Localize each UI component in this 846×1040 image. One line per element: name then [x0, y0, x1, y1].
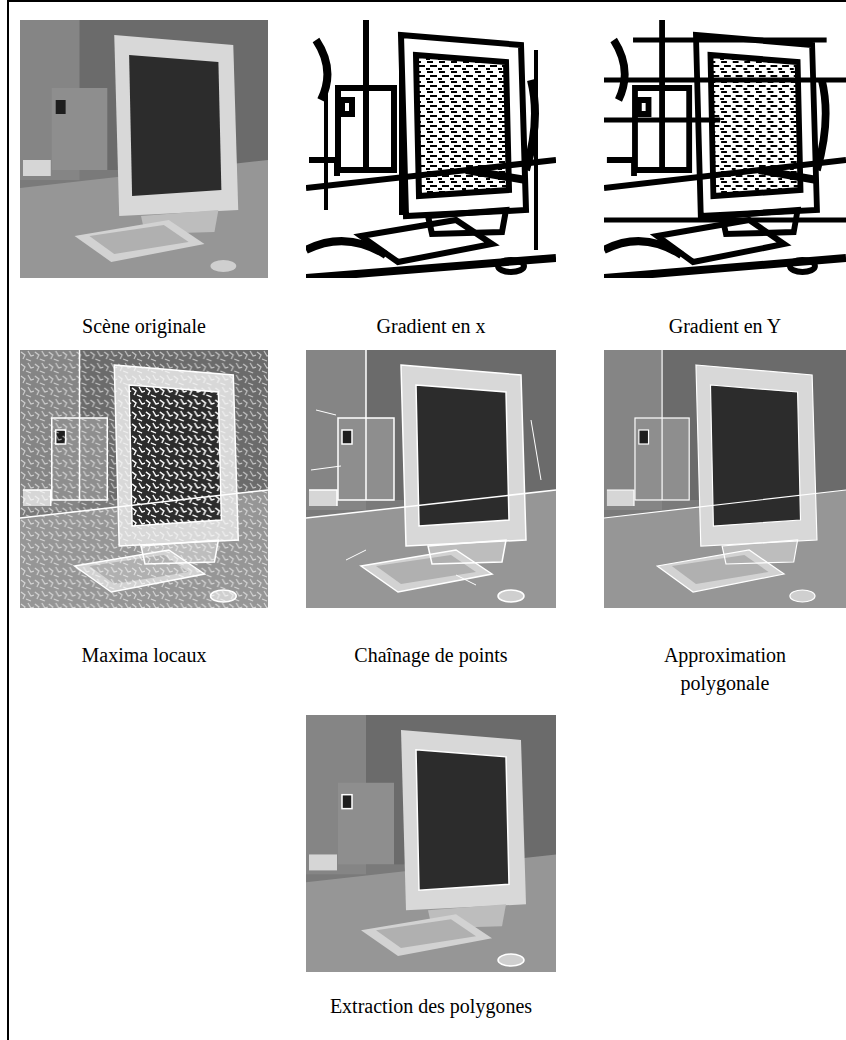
panel-caption: Gradient en x: [311, 312, 551, 340]
panel-caption: Maxima locaux: [24, 641, 264, 669]
local-maxima-image: [20, 350, 268, 608]
original-photo: [20, 20, 268, 278]
panel-caption: Chaînage de points: [311, 641, 551, 669]
panel-caption: Gradient en Y: [607, 312, 843, 340]
point-chaining-image: [306, 350, 556, 608]
panel-caption: Extraction des polygones: [281, 992, 581, 1020]
polygon-extraction-image: [306, 715, 556, 972]
gradient-x-image: [306, 20, 556, 278]
polygonal-approximation-image: [604, 350, 846, 608]
panel-caption: Scène originale: [24, 312, 264, 340]
gradient-y-image: [604, 20, 846, 278]
panel-caption: Approximation polygonale: [635, 641, 815, 697]
